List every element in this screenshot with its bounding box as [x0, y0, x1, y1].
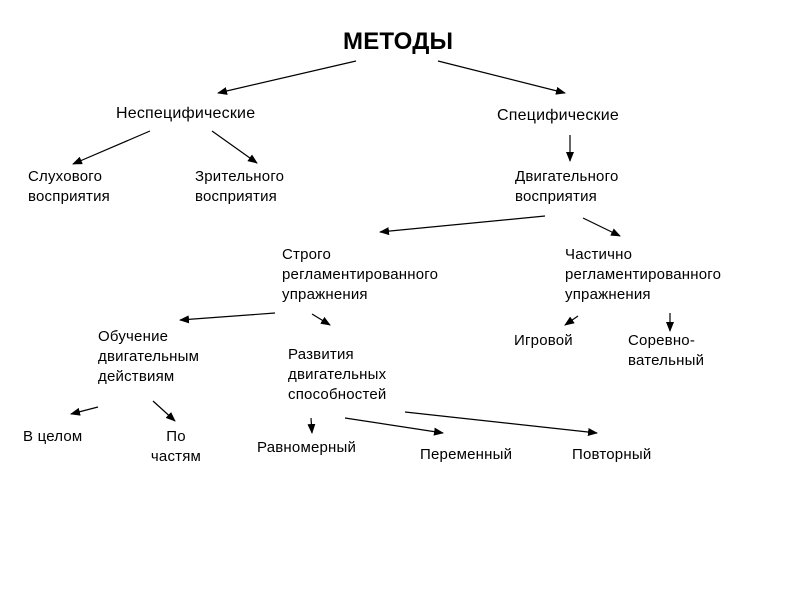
node-parts: По частям — [150, 428, 202, 465]
node-development: Развития двигательных способностей — [288, 346, 387, 403]
edge-strict-development — [311, 313, 331, 326]
diagram-title: МЕТОДЫ — [343, 28, 454, 55]
node-specific: Специфические — [497, 107, 619, 124]
edge-motor-strict — [379, 215, 546, 236]
edge-nonspecific-visual — [211, 130, 258, 164]
node-auditory: Слухового восприятия — [28, 168, 110, 205]
node-nonspecific: Неспецифические — [116, 105, 256, 122]
edge-partial-game — [564, 315, 579, 326]
node-partial: Частично регламентированного упражнения — [565, 246, 722, 303]
node-learning: Обучение двигательным действиям — [98, 328, 200, 385]
node-uniform: Равномерный — [257, 439, 357, 456]
node-whole: В целом — [23, 428, 83, 445]
node-game: Игровой — [514, 332, 573, 349]
edge-strict-learning — [179, 312, 276, 324]
node-strict: Строго регламентированного упражнения — [282, 246, 439, 303]
edge-motor-partial — [582, 217, 621, 237]
node-repeated: Повторный — [572, 446, 652, 463]
node-variable: Переменный — [420, 446, 513, 463]
edge-development-uniform — [307, 417, 316, 434]
edge-development-repeated — [404, 411, 598, 436]
edge-learning-whole — [70, 406, 99, 416]
edge-methods-nonspecific — [217, 60, 357, 95]
edge-methods-specific — [437, 60, 566, 95]
edge-learning-parts — [152, 400, 176, 422]
node-motor: Двигательного восприятия — [515, 168, 619, 205]
edge-nonspecific-auditory — [72, 130, 151, 165]
node-competitive: Соревно- вательный — [628, 332, 705, 369]
edge-development-variable — [344, 417, 444, 436]
node-visual: Зрительного восприятия — [195, 168, 285, 205]
